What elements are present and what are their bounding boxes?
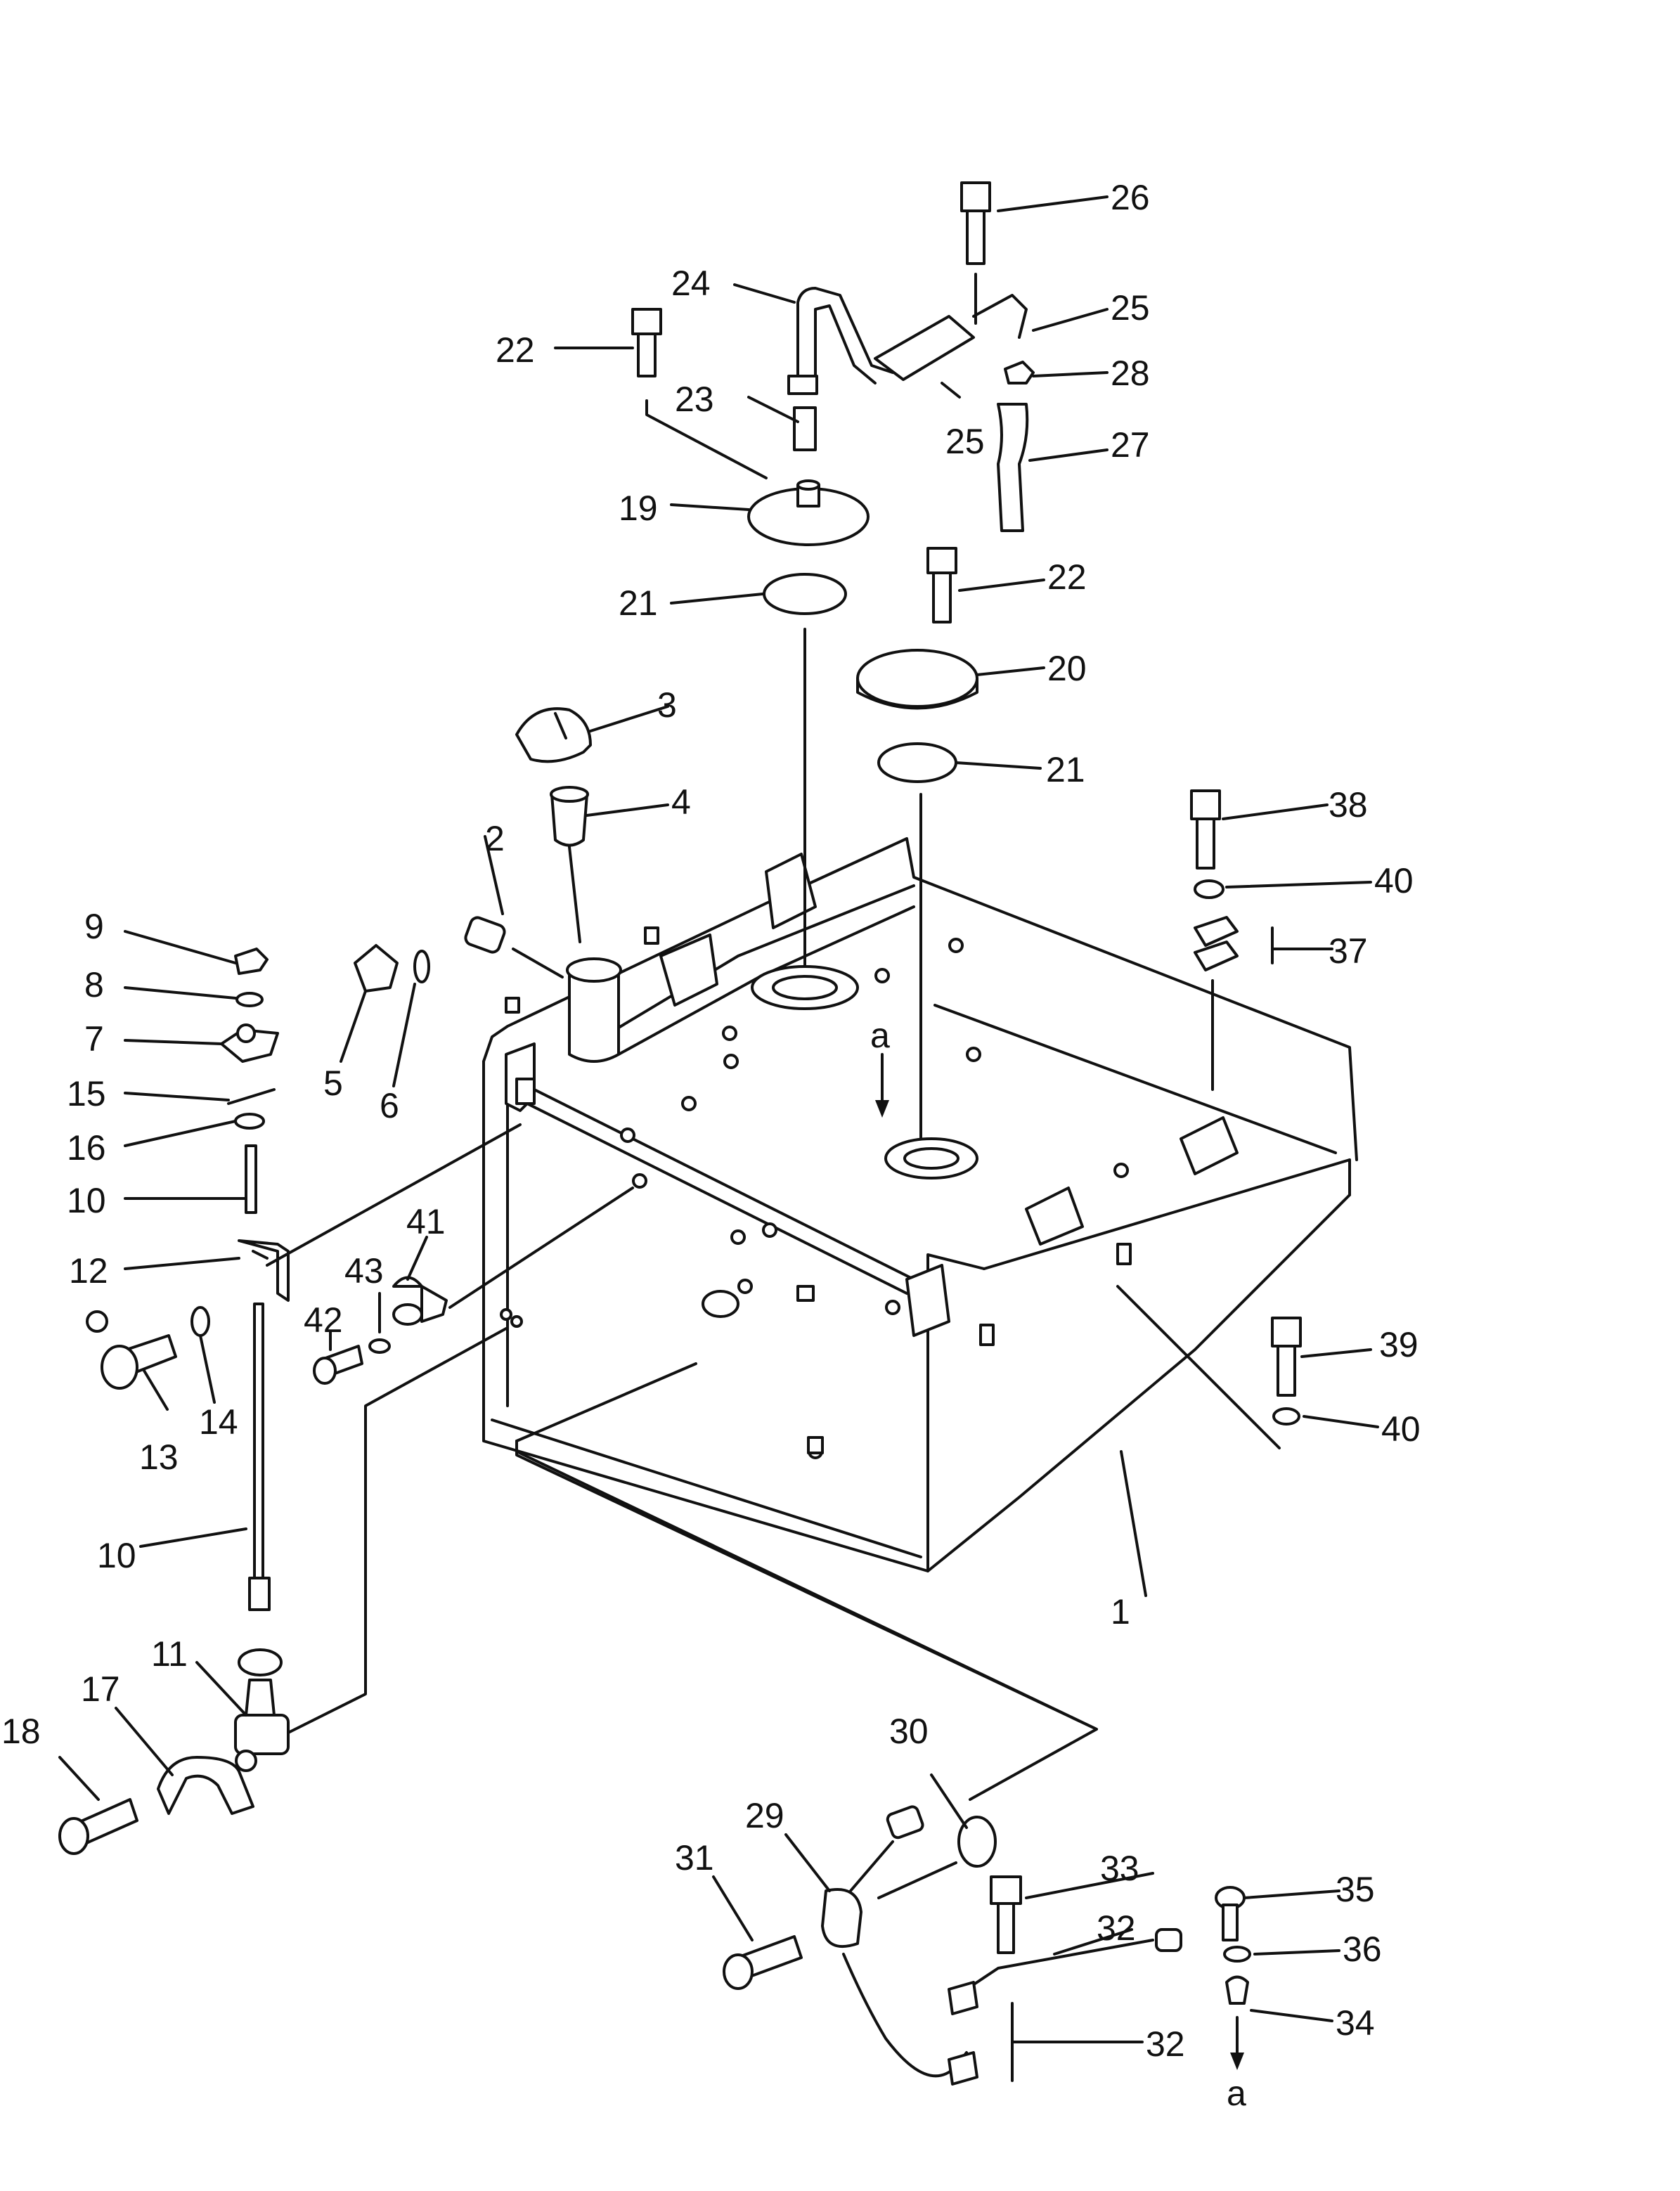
bolt-22-parts [631,308,957,623]
callout-21-upper: 21 [619,583,658,623]
callout-41: 41 [406,1202,446,1241]
callout-23: 23 [675,380,714,419]
callout-3: 3 [657,685,677,725]
callout-15: 15 [67,1074,106,1113]
callout-10-lower: 10 [97,1536,136,1575]
fuel-sensor-plate-part [645,399,870,546]
callout-2: 2 [485,819,505,858]
cover-plate-part [856,649,978,710]
callout-28: 28 [1111,354,1150,393]
callout-43: 43 [344,1251,384,1291]
callout-38: 38 [1329,785,1368,825]
callout-37: 37 [1329,931,1368,971]
callout-19: 19 [619,489,658,528]
callout-40-lower: 40 [1381,1409,1421,1449]
callout-5: 5 [323,1064,343,1103]
callout-24: 24 [671,264,711,303]
callout-31: 31 [675,1838,714,1877]
bolt-26-part [960,181,991,325]
clip-part [313,1187,634,1385]
callout-29: 29 [745,1796,784,1835]
drain-valve-part [58,1327,508,1855]
callout-32-lower: 32 [1146,2024,1185,2064]
callout-39: 39 [1379,1325,1419,1364]
level-sensor-assembly [515,1450,1251,2086]
callout-22-left: 22 [496,330,535,370]
bolt-39-part [1116,1285,1302,1449]
bolt-38-part [1190,789,1239,1091]
nut-28-part [1004,361,1035,384]
callout-labels: 1 2 3 4 5 6 7 8 9 10 10 11 12 13 14 15 1… [1,178,1421,2113]
callout-36: 36 [1343,1930,1382,1969]
callout-17: 17 [81,1669,120,1709]
callout-1: 1 [1111,1592,1130,1631]
callout-4: 4 [671,782,691,822]
callout-7: 7 [84,1019,104,1059]
callout-30: 30 [889,1712,929,1751]
callout-40-upper: 40 [1374,861,1414,900]
callout-14: 14 [199,1402,238,1442]
callout-9: 9 [84,907,104,946]
callout-6: 6 [380,1086,399,1125]
gauge-rod-part [86,1123,522,1611]
filler-cap-part [515,707,592,763]
o-ring-21-upper [763,573,847,615]
callout-21-lower: 21 [1046,750,1085,789]
o-ring-21-lower [877,742,957,783]
view-marker-a-bottom: a [1227,2074,1246,2113]
callout-25-lower: 25 [945,422,985,461]
callout-35: 35 [1336,1870,1375,1909]
callout-13: 13 [139,1437,179,1477]
clamp-25-part [874,315,975,381]
callout-10-upper: 10 [67,1181,106,1220]
hose-27-part [997,403,1029,532]
drain-plug-part [354,944,430,993]
callout-8: 8 [84,965,104,1004]
callout-22-right: 22 [1047,557,1087,597]
callout-18: 18 [1,1712,41,1751]
bolt-13-part [101,1306,210,1390]
callout-25-right: 25 [1111,288,1150,328]
callout-27: 27 [1111,425,1150,465]
connector-23-part [793,406,817,451]
callout-11: 11 [151,1634,188,1674]
fuel-tank [482,837,1358,1731]
callout-42: 42 [304,1300,343,1340]
callout-32-upper: 32 [1097,1908,1136,1948]
pipe-24-part [796,287,894,381]
callout-20: 20 [1047,649,1087,688]
level-gauge-top-parts [220,948,279,1130]
leader-lines [58,195,1379,2082]
callout-16: 16 [67,1128,106,1168]
view-marker-a-tank: a [870,1016,890,1055]
callout-12: 12 [69,1251,108,1291]
callout-33: 33 [1100,1849,1139,1888]
callout-34: 34 [1336,2003,1375,2043]
strainer-part [550,786,589,943]
plug-part [464,916,564,978]
callout-26: 26 [1111,178,1150,217]
